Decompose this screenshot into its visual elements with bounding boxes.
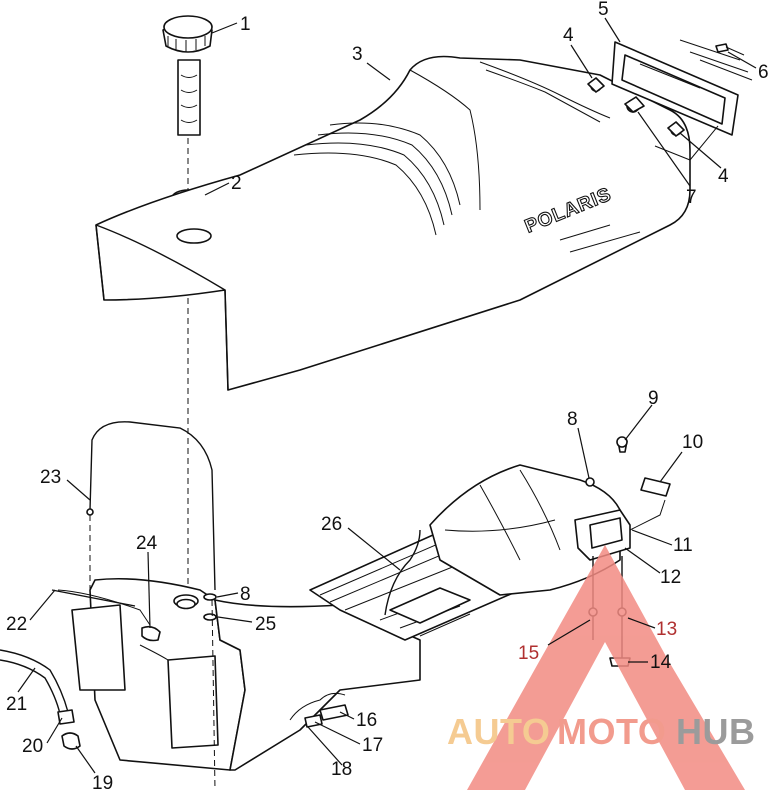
- fuel-cap: [162, 15, 213, 136]
- watermark-triangle: [467, 545, 745, 790]
- callout-15: 15: [518, 643, 539, 664]
- callout-25: 25: [255, 614, 276, 635]
- callout-8-lower: 8: [240, 584, 251, 605]
- callout-23: 23: [40, 467, 61, 488]
- callout-4-upper: 4: [563, 25, 574, 46]
- watermark-text-auto: AUTO: [447, 711, 550, 752]
- callout-19: 19: [92, 773, 113, 794]
- callout-26: 26: [321, 514, 342, 535]
- callout-21: 21: [6, 694, 27, 715]
- callout-13: 13: [656, 619, 677, 640]
- callout-17: 17: [362, 735, 383, 756]
- callout-1: 1: [240, 14, 251, 35]
- leader-lines: [17, 17, 757, 774]
- callout-3: 3: [352, 44, 363, 65]
- callout-16: 16: [356, 710, 377, 731]
- callout-6: 6: [758, 62, 769, 83]
- callout-20: 20: [22, 736, 43, 757]
- callout-11: 11: [673, 535, 693, 556]
- callout-8-upper: 8: [567, 409, 578, 430]
- rear-bracket: [587, 39, 753, 161]
- watermark: AUTO MOTO HUB: [447, 545, 756, 790]
- watermark-text-hub: HUB: [676, 711, 756, 752]
- seat-cover: [95, 55, 691, 391]
- callout-12: 12: [660, 567, 681, 588]
- callouts: 1 2 3 4 5 6 7 4 8 9 10 11 12 13 14 15 16…: [6, 0, 769, 794]
- watermark-text-moto: MOTO: [557, 711, 666, 752]
- callout-14: 14: [650, 652, 672, 673]
- callout-2: 2: [231, 173, 242, 194]
- lower-assembly: [0, 421, 671, 791]
- callout-9: 9: [648, 388, 659, 409]
- callout-18: 18: [331, 759, 352, 780]
- callout-5: 5: [598, 0, 609, 20]
- callout-22: 22: [6, 614, 27, 635]
- callout-24: 24: [136, 533, 158, 554]
- callout-7: 7: [686, 187, 697, 208]
- callout-4-lower: 4: [718, 166, 729, 187]
- callout-10: 10: [682, 432, 703, 453]
